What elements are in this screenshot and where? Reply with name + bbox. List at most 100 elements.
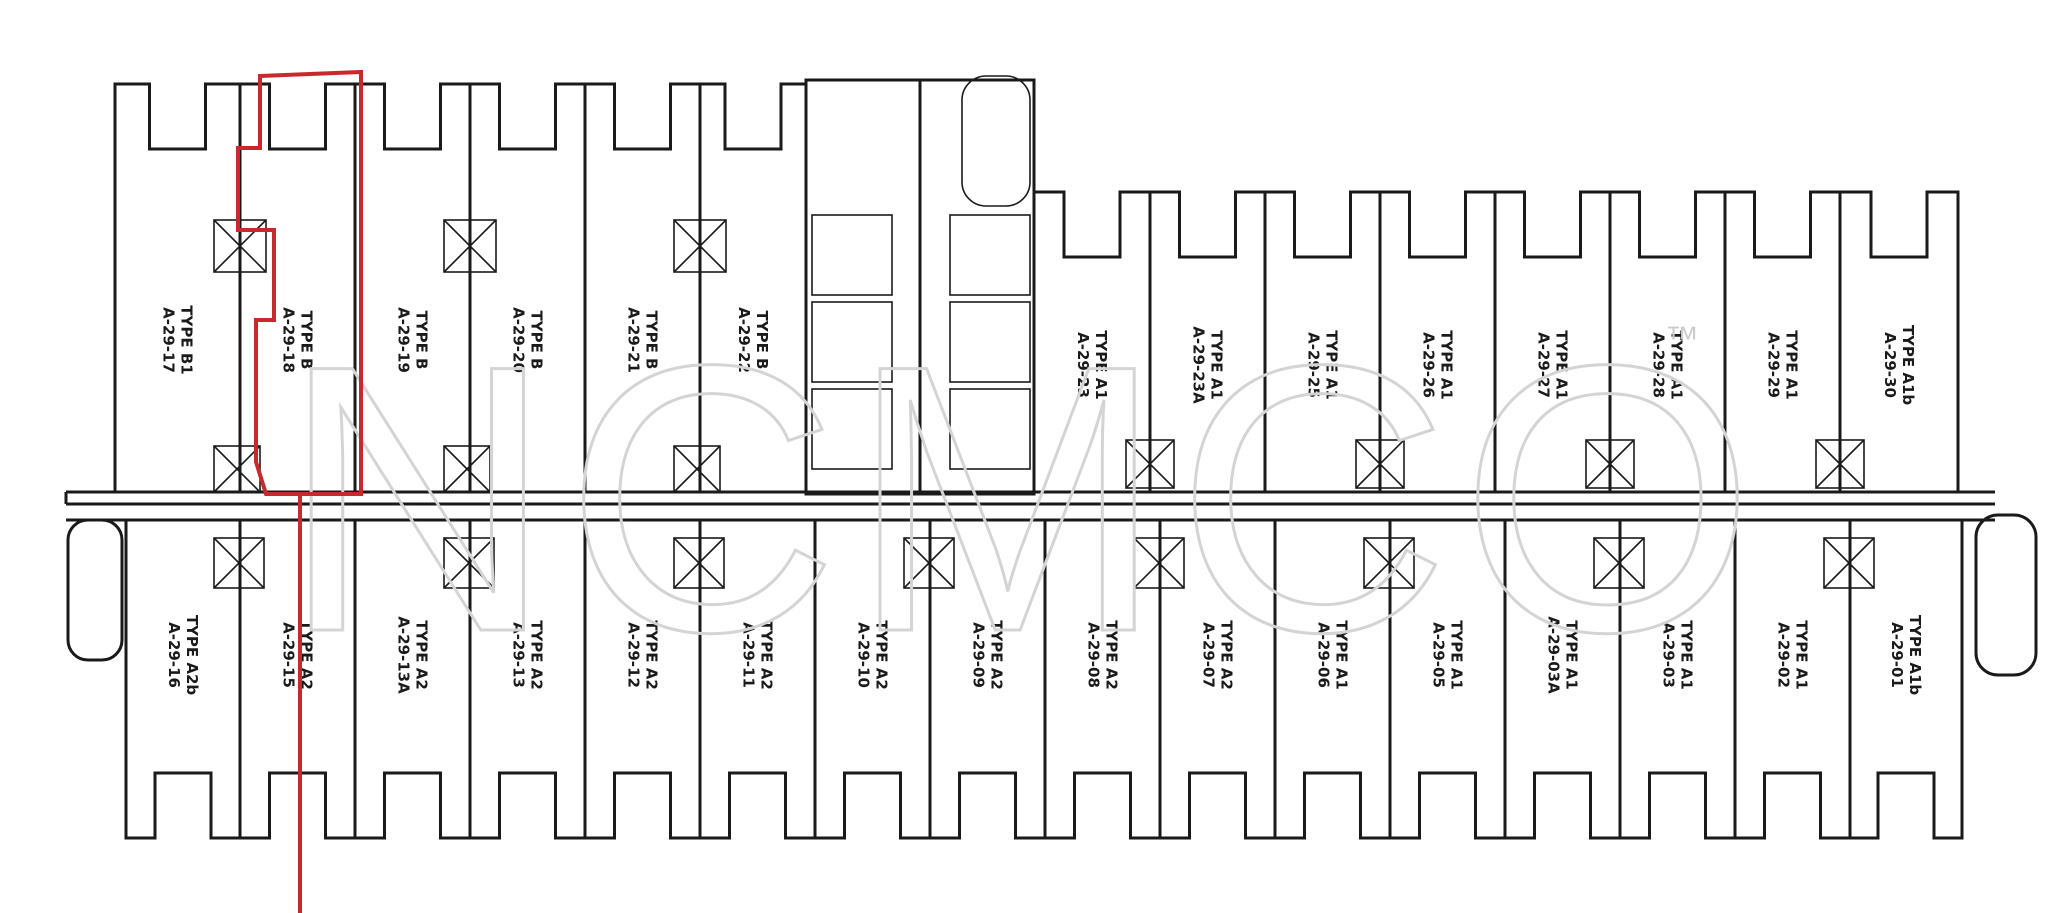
unit-outline <box>1733 520 1852 840</box>
unit-code: A-29-17 <box>160 307 178 373</box>
unit-label: TYPE A1A-29-23A <box>1190 326 1226 404</box>
unit-type: TYPE A1b <box>1906 615 1924 696</box>
unit-A-29-20[interactable]: TYPE BA-29-20 <box>468 82 587 492</box>
unit-outline <box>468 82 587 492</box>
unit-outline <box>1723 190 1842 492</box>
unit-code: A-29-30 <box>1881 332 1899 398</box>
unit-A-29-30[interactable]: TYPE A1bA-29-30 <box>1838 190 1960 492</box>
unit-outline <box>1388 520 1507 840</box>
lift-car-icon <box>949 301 1031 383</box>
unit-label: TYPE A2A-29-13 <box>510 620 546 690</box>
unit-code: A-29-08 <box>1085 622 1103 688</box>
unit-type: TYPE A2 <box>758 620 776 690</box>
unit-type: TYPE B <box>413 311 431 370</box>
unit-outline <box>238 82 357 492</box>
unit-A-29-01[interactable]: TYPE A1bA-29-01 <box>1848 520 1964 840</box>
unit-A-29-03[interactable]: TYPE A1A-29-03 <box>1618 520 1737 840</box>
unit-code: A-29-18 <box>280 307 298 373</box>
unit-type: TYPE B <box>753 311 771 370</box>
unit-A-29-17[interactable]: TYPE B1A-29-17 <box>113 82 267 493</box>
corridor <box>64 490 1995 522</box>
watermark-text: NCMCO <box>280 286 1765 711</box>
unit-label: TYPE B1A-29-17 <box>160 305 196 374</box>
unit-outline <box>1378 190 1497 492</box>
unit-code: A-29-27 <box>1535 332 1553 398</box>
unit-type: TYPE A2 <box>988 620 1006 690</box>
unit-A-29-09[interactable]: TYPE A2A-29-09 <box>928 520 1047 840</box>
unit-code: A-29-07 <box>1200 622 1218 688</box>
unit-type: TYPE A2 <box>413 620 431 690</box>
unit-code: A-29-03 <box>1660 622 1678 688</box>
unit-code: A-29-12 <box>625 622 643 688</box>
unit-code: A-29-02 <box>1775 622 1793 688</box>
unit-highlight <box>236 69 363 913</box>
unit-label: TYPE BA-29-22 <box>735 307 771 373</box>
unit-code: A-29-19 <box>395 307 413 373</box>
lift-car-icon <box>811 301 893 383</box>
unit-outline <box>1263 190 1382 492</box>
unit-outline <box>698 82 808 492</box>
unit-code: A-29-06 <box>1315 622 1333 688</box>
unit-code: A-29-22 <box>735 307 753 373</box>
unit-code: A-29-21 <box>625 307 643 373</box>
unit-A-29-13A[interactable]: TYPE A2A-29-13A <box>353 520 495 840</box>
unit-code: A-29-16 <box>165 622 183 688</box>
unit-outline <box>353 520 472 840</box>
unit-label: TYPE A2A-29-08 <box>1085 620 1121 690</box>
unit-label: TYPE A1A-29-06 <box>1315 620 1351 690</box>
unit-type: TYPE A2 <box>1218 620 1236 690</box>
unit-outline <box>813 520 932 840</box>
unit-type: TYPE A1 <box>1563 620 1581 690</box>
unit-code: A-29-26 <box>1420 332 1438 398</box>
unit-A-29-22[interactable]: TYPE BA-29-22 <box>698 82 808 492</box>
unit-code: A-29-09 <box>970 622 988 688</box>
unit-A-29-26[interactable]: TYPE A1A-29-26 <box>1378 190 1497 492</box>
lift-car-icon <box>949 214 1031 296</box>
unit-A-29-28[interactable]: TYPE A1A-29-28 <box>1608 190 1727 492</box>
unit-label: TYPE BA-29-18 <box>280 307 316 373</box>
unit-A-29-05[interactable]: TYPE A1A-29-05 <box>1388 520 1507 840</box>
unit-outline <box>1838 190 1960 492</box>
unit-code: A-29-10 <box>855 622 873 688</box>
unit-A-29-27[interactable]: TYPE A1A-29-27 <box>1493 190 1635 492</box>
unit-A-29-13[interactable]: TYPE A2A-29-13 <box>468 520 587 840</box>
unit-A-29-29[interactable]: TYPE A1A-29-29 <box>1723 190 1865 492</box>
unit-A-29-16[interactable]: TYPE A2bA-29-16 <box>124 520 265 840</box>
unit-label: TYPE A1bA-29-30 <box>1881 325 1917 406</box>
unit-code: A-29-23A <box>1190 326 1208 404</box>
unit-A-29-11[interactable]: TYPE A2A-29-11 <box>698 520 817 840</box>
shaft-icon <box>443 445 491 493</box>
unit-code: A-29-25 <box>1305 332 1323 398</box>
unit-type: TYPE A1 <box>1092 330 1110 400</box>
unit-label: TYPE A1A-29-29 <box>1765 330 1801 400</box>
unit-type: TYPE B <box>643 311 661 370</box>
lift-car-icon <box>811 388 893 470</box>
unit-type: TYPE A1b <box>1899 325 1917 406</box>
unit-label: TYPE A2A-29-09 <box>970 620 1006 690</box>
unit-label: TYPE A2A-29-13A <box>395 616 431 694</box>
unit-type: TYPE A1 <box>1438 330 1456 400</box>
stair-right <box>1974 513 2038 677</box>
unit-outline <box>1043 520 1162 840</box>
unit-outline <box>1618 520 1737 840</box>
unit-outline <box>1848 520 1964 840</box>
shaft-icon <box>673 445 721 493</box>
unit-code: A-29-13A <box>395 616 413 694</box>
unit-A-29-18[interactable]: TYPE BA-29-18 <box>238 82 357 492</box>
lift-core <box>804 75 1036 496</box>
unit-outline <box>1273 520 1392 840</box>
unit-A-29-07[interactable]: TYPE A2A-29-07 <box>1158 520 1277 840</box>
unit-outline <box>928 520 1047 840</box>
unit-outline <box>124 520 242 840</box>
unit-label: TYPE A1A-29-28 <box>1650 330 1686 400</box>
unit-label: TYPE A2A-29-10 <box>855 620 891 690</box>
unit-label: TYPE A1A-29-03A <box>1545 616 1581 694</box>
selected-unit-outline <box>236 69 363 496</box>
unit-code: A-29-11 <box>740 622 758 688</box>
unit-outline <box>583 520 702 840</box>
unit-A-29-23A[interactable]: TYPE A1A-29-23A <box>1148 190 1267 492</box>
unit-type: TYPE A1 <box>1678 620 1696 690</box>
unit-A-29-10[interactable]: TYPE A2A-29-10 <box>813 520 955 840</box>
unit-code: A-29-05 <box>1430 622 1448 688</box>
